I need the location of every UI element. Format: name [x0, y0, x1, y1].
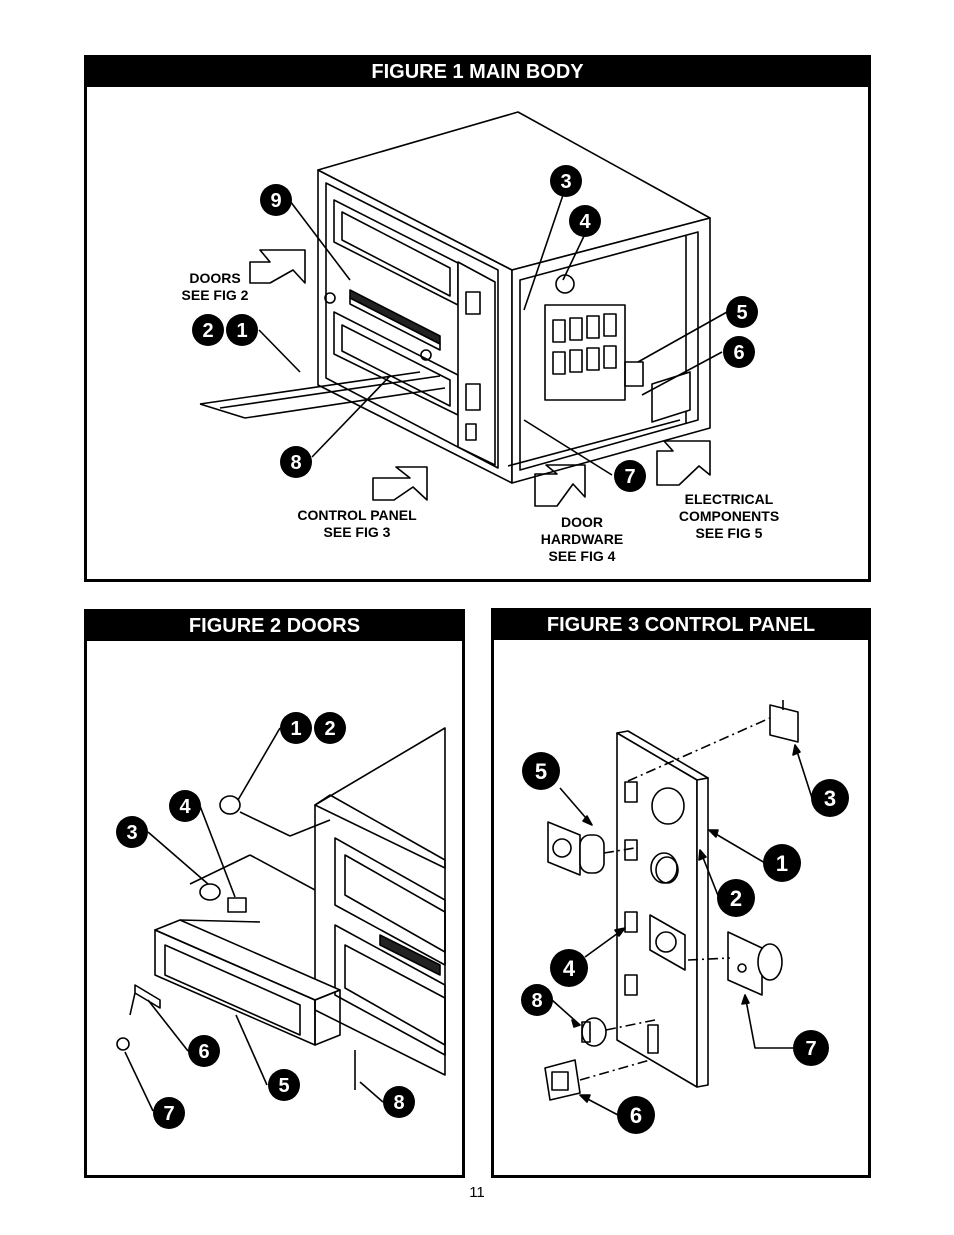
- fig3-callout-8-text: 8: [531, 990, 542, 1012]
- fig1-callout-5: 5: [726, 296, 758, 328]
- fig3-callout-3: 3: [811, 779, 849, 817]
- fig1-callout-1-text: 1: [236, 320, 247, 342]
- fig2-callout-4: 4: [169, 790, 201, 822]
- fig2-callout-5-text: 5: [278, 1075, 289, 1097]
- fig1-label-electrical: ELECTRICAL COMPONENTS SEE FIG 5: [678, 491, 780, 541]
- figure-1-title: FIGURE 1 MAIN BODY: [87, 58, 868, 87]
- fig2-callout-7: 7: [153, 1097, 185, 1129]
- fig3-callout-1: 1: [763, 844, 801, 882]
- fig1-label-control-panel: CONTROL PANEL SEE FIG 3: [297, 507, 417, 540]
- page-number: 11: [469, 1184, 485, 1201]
- fig3-callout-7: 7: [793, 1030, 829, 1066]
- fig1-callout-5-text: 5: [736, 302, 747, 324]
- fig3-callout-6-text: 6: [630, 1103, 642, 1128]
- fig1-callout-7: 7: [614, 460, 646, 492]
- fig3-callout-8: 8: [521, 984, 553, 1016]
- fig1-callout-6-text: 6: [733, 342, 744, 364]
- figure-3-title: FIGURE 3 CONTROL PANEL: [494, 611, 868, 640]
- fig1-callout-6: 6: [723, 336, 755, 368]
- fig1-callout-8-text: 8: [290, 452, 301, 474]
- fig1-callout-9: 9: [260, 184, 292, 216]
- fig3-callout-5: 5: [522, 752, 560, 790]
- fig1-callout-3: 3: [550, 165, 582, 197]
- fig1-label-doors: DOORS SEE FIG 2: [181, 270, 249, 303]
- fig3-callout-4: 4: [550, 949, 588, 987]
- fig2-callout-2-text: 2: [324, 718, 335, 740]
- fig2-callout-6: 6: [188, 1035, 220, 1067]
- fig1-callout-7-text: 7: [624, 466, 635, 488]
- fig1-label-door-hardware: DOOR HARDWARE SEE FIG 4: [540, 514, 624, 564]
- fig2-callout-8-text: 8: [393, 1092, 404, 1114]
- fig1-callout-4-text: 4: [579, 211, 591, 233]
- fig3-callout-6: 6: [617, 1096, 655, 1134]
- figure-2-title: FIGURE 2 DOORS: [87, 612, 462, 641]
- fig2-callout-1-text: 1: [290, 718, 301, 740]
- fig1-callout-1: 1: [226, 314, 258, 346]
- figure-1-callouts: 9 3 4 2 1 5 6 8 7: [192, 165, 758, 492]
- fig3-callout-3-text: 3: [824, 786, 836, 811]
- fig1-callout-2: 2: [192, 314, 224, 346]
- fig2-callout-2: 2: [314, 712, 346, 744]
- fig1-callout-2-text: 2: [202, 320, 213, 342]
- fig1-callout-4: 4: [569, 205, 601, 237]
- fig2-callout-3: 3: [116, 816, 148, 848]
- fig2-callout-7-text: 7: [163, 1103, 174, 1125]
- fig2-callout-6-text: 6: [198, 1041, 209, 1063]
- fig2-callout-1: 1: [280, 712, 312, 744]
- fig2-callout-4-text: 4: [179, 796, 191, 818]
- fig1-callout-9-text: 9: [270, 190, 281, 212]
- fig1-callout-8: 8: [280, 446, 312, 478]
- fig3-callout-4-text: 4: [563, 956, 576, 981]
- fig3-callout-7-text: 7: [805, 1038, 816, 1060]
- fig3-callout-2-text: 2: [730, 886, 742, 911]
- fig3-callout-1-text: 1: [776, 851, 788, 876]
- fig2-callout-3-text: 3: [126, 822, 137, 844]
- fig2-callout-8: 8: [383, 1086, 415, 1118]
- fig1-callout-3-text: 3: [560, 171, 571, 193]
- fig2-callout-5: 5: [268, 1069, 300, 1101]
- fig3-callout-2: 2: [717, 879, 755, 917]
- fig3-callout-5-text: 5: [535, 759, 547, 784]
